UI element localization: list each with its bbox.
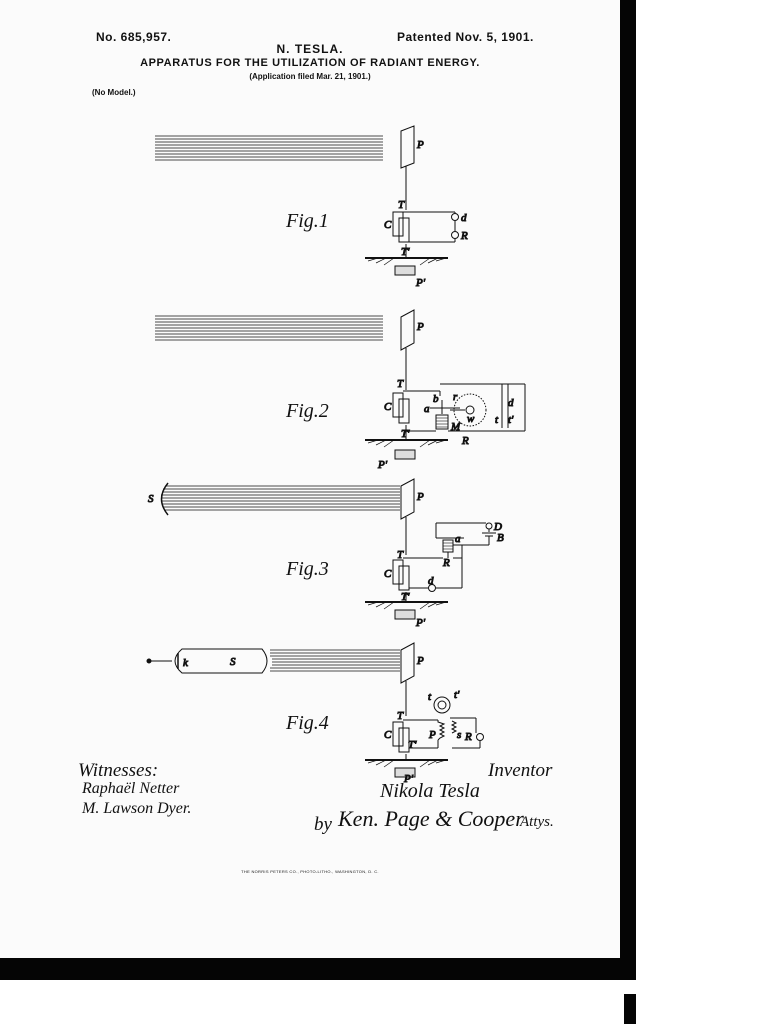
- toroid-t: [433, 696, 451, 714]
- svg-text:d: d: [508, 397, 514, 409]
- svg-text:D: D: [493, 521, 502, 533]
- svg-text:P: P: [416, 139, 424, 151]
- svg-text:R: R: [461, 435, 469, 447]
- application-filed: (Application filed Mar. 21, 1901.): [249, 72, 371, 81]
- svg-text:b: b: [433, 393, 439, 405]
- svg-text:M: M: [450, 421, 461, 433]
- tube-s: [174, 648, 268, 674]
- svg-text:T': T': [401, 428, 410, 440]
- svg-text:P: P: [416, 491, 424, 503]
- scan-border-right: [620, 0, 636, 980]
- svg-text:T: T: [397, 549, 404, 561]
- receiver-r: [451, 231, 459, 239]
- svg-text:C: C: [384, 568, 392, 580]
- witness-1-signature: Raphaël Netter: [82, 780, 180, 797]
- svg-text:T': T': [408, 739, 417, 751]
- figure-1-drawing: P T C T' P' d R: [155, 125, 469, 290]
- motor-m: [435, 414, 449, 430]
- attorney-signature: Ken. Page & Cooper: [338, 806, 524, 831]
- svg-text:P': P': [377, 459, 388, 471]
- model-note: (No Model.): [92, 88, 136, 97]
- terminal-d: [451, 213, 459, 221]
- figure-4-label: Fig.4: [286, 712, 329, 734]
- svg-text:R: R: [460, 230, 468, 242]
- svg-text:C: C: [384, 729, 392, 741]
- inventor-signature: Nikola Tesla: [380, 780, 480, 802]
- scan-border-bottom: [0, 958, 636, 980]
- svg-text:T: T: [397, 710, 404, 722]
- svg-text:t': t': [454, 689, 460, 701]
- svg-text:a: a: [424, 403, 430, 415]
- attorney-suffix: Attys.: [520, 814, 554, 830]
- svg-text:k: k: [183, 657, 189, 669]
- svg-text:P': P': [415, 277, 426, 289]
- figure-3-label: Fig.3: [286, 558, 329, 580]
- svg-text:d: d: [461, 212, 467, 224]
- witness-2-signature: M. Lawson Dyer.: [82, 800, 192, 817]
- svg-text:T': T': [401, 591, 410, 603]
- witnesses-label: Witnesses:: [78, 760, 159, 781]
- svg-text:T: T: [398, 199, 405, 211]
- printer-imprint: THE NORRIS PETERS CO., PHOTO-LITHO., WAS…: [241, 869, 379, 874]
- svg-text:r: r: [453, 391, 458, 403]
- svg-text:a: a: [455, 533, 461, 545]
- svg-text:C: C: [384, 401, 392, 413]
- inventor-name: N. TESLA.: [276, 42, 344, 56]
- attorney-prefix: by: [314, 814, 332, 835]
- svg-text:P': P': [415, 617, 426, 629]
- antenna-plate-p: [400, 125, 415, 169]
- patent-number: No. 685,957.: [96, 30, 172, 44]
- svg-text:T: T: [397, 378, 404, 390]
- svg-text:P: P: [416, 655, 424, 667]
- svg-text:P: P: [416, 321, 424, 333]
- patent-title: APPARATUS FOR THE UTILIZATION OF RADIANT…: [140, 57, 480, 69]
- ground-plate: [394, 265, 416, 276]
- wheel-w: [453, 393, 487, 427]
- figure-2-drawing: P T C T' P' a b r M w d t t' R: [155, 309, 526, 472]
- svg-text:T': T': [401, 246, 410, 258]
- svg-text:w: w: [467, 413, 475, 425]
- patent-date: Patented Nov. 5, 1901.: [397, 30, 534, 44]
- svg-text:P: P: [428, 729, 436, 741]
- svg-text:C: C: [384, 219, 392, 231]
- svg-text:d: d: [428, 575, 434, 587]
- figure-1-label: Fig.1: [286, 210, 329, 232]
- svg-text:R: R: [464, 731, 472, 743]
- inventor-label: Inventor: [488, 760, 553, 781]
- patent-drawings: P T C T' P' d R: [146, 125, 526, 786]
- svg-text:t': t': [508, 414, 514, 426]
- svg-text:s: s: [457, 729, 461, 741]
- figure-3-drawing: S P a D B R T C d T' P': [148, 478, 505, 630]
- svg-text:S: S: [148, 493, 154, 505]
- svg-text:t: t: [428, 691, 432, 703]
- figure-2-label: Fig.2: [286, 400, 329, 422]
- svg-text:P': P': [403, 773, 414, 785]
- svg-text:t: t: [495, 414, 499, 426]
- svg-text:B: B: [497, 532, 504, 544]
- svg-text:S: S: [230, 656, 236, 668]
- figure-4-drawing: k S P t t' T C T' P s R P': [146, 642, 484, 786]
- svg-text:R: R: [442, 557, 450, 569]
- scan-border-tab: [624, 994, 636, 1024]
